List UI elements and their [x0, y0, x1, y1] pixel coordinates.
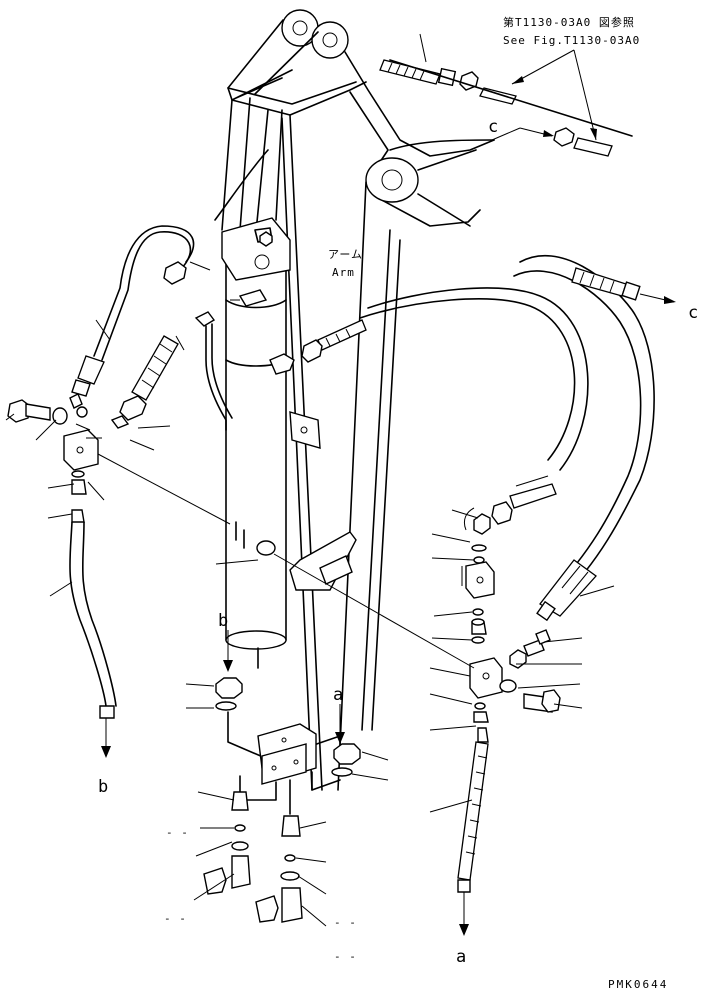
cap-left — [203, 867, 227, 895]
upper-right-hoses — [379, 33, 633, 157]
plug-right — [281, 887, 303, 923]
label-a-bottom: a — [456, 947, 466, 967]
reference-note-jp: 第T1130-03A0 図参照 — [503, 15, 635, 29]
elbow-fitting-left — [269, 353, 295, 375]
hose-bracket — [289, 531, 357, 591]
hose-lower-right — [539, 559, 597, 617]
dash-marker-2: - - — [164, 912, 187, 925]
elbow-fitting-mid — [473, 513, 491, 535]
dash-marker-1: - - — [166, 826, 189, 839]
drawing-code: PMK0644 — [608, 978, 668, 991]
bolt-left-head — [7, 399, 31, 423]
arm-structure — [214, 9, 495, 791]
washer-left — [52, 407, 68, 425]
middle-hose — [301, 287, 589, 535]
valve-block-lower — [469, 657, 503, 699]
dash-marker-3: - - — [334, 916, 357, 929]
long-hose-right — [513, 254, 676, 622]
center-bracket-assembly — [185, 630, 389, 927]
left-valve-assembly — [5, 225, 475, 758]
arm-label-jp: アーム — [328, 248, 363, 261]
clip-plate — [289, 411, 321, 449]
boom-pin-right — [311, 21, 349, 59]
dash-marker-4: - - — [334, 950, 357, 963]
label-c-right: c — [688, 303, 698, 323]
cylinder-port — [256, 540, 276, 556]
label-a-top: a — [333, 685, 343, 705]
label-b-bottom: b — [98, 777, 108, 797]
reference-leader-lines — [511, 49, 597, 141]
nut-a — [333, 743, 361, 765]
cylinder-bottom — [225, 630, 287, 650]
hose-to-a — [457, 741, 489, 881]
label-b-top: b — [218, 611, 228, 631]
plug-left — [231, 855, 251, 889]
cylinder-head — [221, 217, 291, 281]
arm-end-boss — [365, 157, 419, 203]
cap-right — [255, 895, 279, 923]
arm-label-en: Arm — [332, 266, 355, 279]
label-c-top: c — [488, 117, 498, 137]
adapter-fitting-c — [553, 127, 575, 147]
reference-note-en: See Fig.T1130-03A0 — [503, 34, 640, 47]
right-valve-assembly — [429, 509, 583, 936]
nut-b — [215, 677, 243, 699]
valve-block-upper — [465, 561, 495, 599]
hose-end-lower — [509, 483, 557, 509]
valve-block-left — [63, 429, 99, 471]
